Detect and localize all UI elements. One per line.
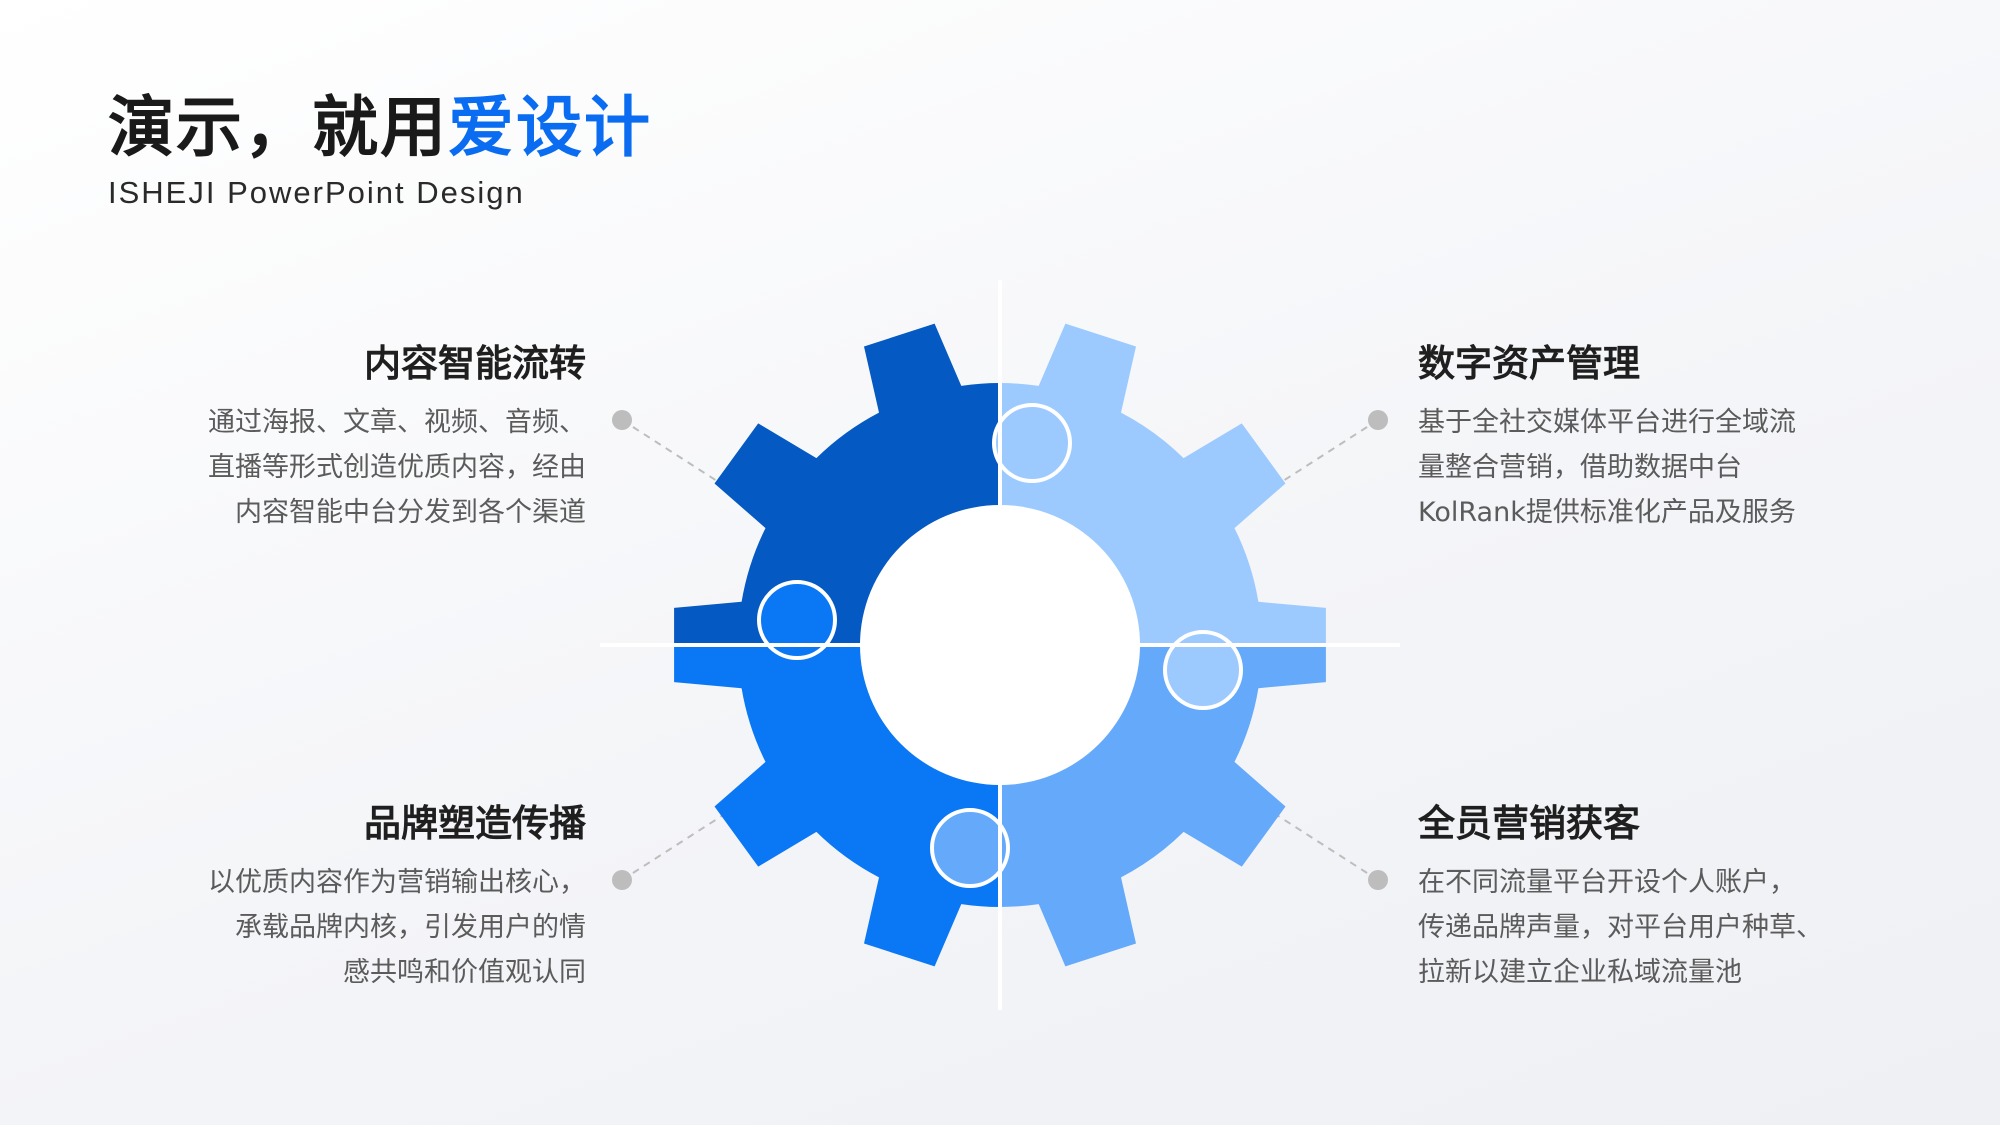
desc-line: 内容智能中台分发到各个渠道 xyxy=(235,497,586,529)
desc-digital-assets: 基于全社交媒体平台进行全域流 量整合营销，借助数据中台 KolRank提供标准化… xyxy=(1418,400,1938,535)
desc-all-staff-marketing: 在不同流量平台开设个人账户， 传递品牌声量，对平台用户种草、 拉新以建立企业私域… xyxy=(1418,860,1938,995)
title-prefix: 演示，就用 xyxy=(108,89,448,166)
desc-line: 以优质内容作为营销输出核心， xyxy=(208,867,586,899)
page-subtitle: ISHEJI PowerPoint Design xyxy=(108,174,525,210)
info-block-bottom-right: 全员营销获客 在不同流量平台开设个人账户， 传递品牌声量，对平台用户种草、 拉新… xyxy=(1418,802,1938,995)
desc-line: 承载品牌内核，引发用户的情 xyxy=(235,912,586,944)
header: 演示，就用爱设计 ISHEJI PowerPoint Design xyxy=(108,89,652,211)
puzzle-knob-bottom xyxy=(930,808,1010,888)
desc-line: KolRank提供标准化产品及服务 xyxy=(1418,497,1796,529)
puzzle-knob-right xyxy=(1163,630,1243,710)
connector-dot-bottom-left xyxy=(612,870,632,890)
desc-line: 量整合营销，借助数据中台 xyxy=(1418,452,1742,484)
desc-content-flow: 通过海报、文章、视频、音频、 直播等形式创造优质内容，经由 内容智能中台分发到各… xyxy=(66,400,586,535)
puzzle-knob-left xyxy=(757,580,837,660)
desc-line: 在不同流量平台开设个人账户， xyxy=(1418,867,1796,899)
title-accent: 爱设计 xyxy=(448,89,652,166)
desc-line: 通过海报、文章、视频、音频、 xyxy=(208,407,586,439)
desc-line: 感共鸣和价值观认同 xyxy=(343,957,586,989)
desc-brand-building: 以优质内容作为营销输出核心， 承载品牌内核，引发用户的情 感共鸣和价值观认同 xyxy=(66,860,586,995)
info-block-bottom-left: 品牌塑造传播 以优质内容作为营销输出核心， 承载品牌内核，引发用户的情 感共鸣和… xyxy=(66,802,586,995)
connector-dot-top-left xyxy=(612,410,632,430)
desc-line: 基于全社交媒体平台进行全域流 xyxy=(1418,407,1796,439)
info-block-top-left: 内容智能流转 通过海报、文章、视频、音频、 直播等形式创造优质内容，经由 内容智… xyxy=(66,342,586,535)
heading-digital-assets: 数字资产管理 xyxy=(1418,342,1640,385)
puzzle-knob-top xyxy=(992,403,1072,483)
connector-dot-bottom-right xyxy=(1368,870,1388,890)
desc-line: 拉新以建立企业私域流量池 xyxy=(1418,957,1742,989)
connector-dot-top-right xyxy=(1368,410,1388,430)
desc-line: 直播等形式创造优质内容，经由 xyxy=(208,452,586,484)
heading-content-flow: 内容智能流转 xyxy=(364,342,586,385)
heading-all-staff-marketing: 全员营销获客 xyxy=(1418,802,1640,845)
gear-center-hole xyxy=(860,505,1140,785)
info-block-top-right: 数字资产管理 基于全社交媒体平台进行全域流 量整合营销，借助数据中台 KolRa… xyxy=(1418,342,1938,535)
page-title: 演示，就用爱设计 xyxy=(108,89,652,166)
desc-line: 传递品牌声量，对平台用户种草、 xyxy=(1418,912,1823,944)
heading-brand-building: 品牌塑造传播 xyxy=(364,802,586,845)
